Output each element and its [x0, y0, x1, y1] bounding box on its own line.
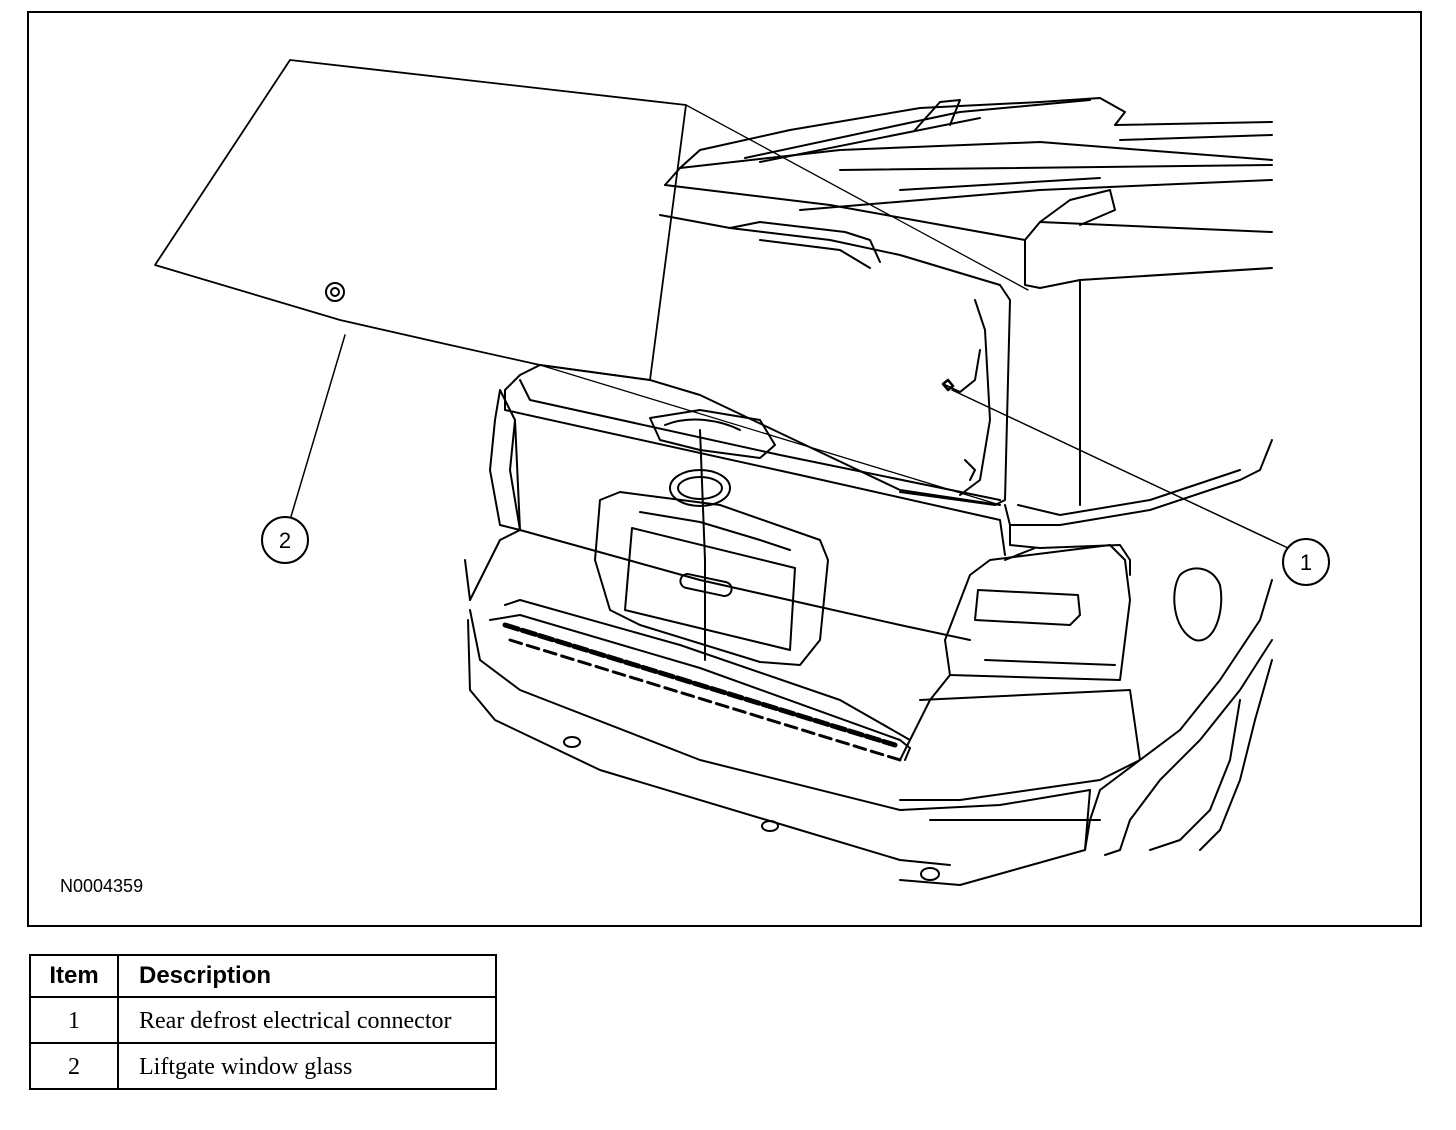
item-description: Liftgate window glass: [117, 1042, 497, 1090]
parking-sensors: [563, 736, 940, 881]
vehicle-illustration: 2 1: [154, 59, 1330, 886]
legend-table: Item Description 1 Rear defrost electric…: [29, 954, 497, 1090]
roof-rack: [679, 97, 1273, 211]
figure-id-label: N0004359: [60, 876, 144, 896]
item-column-header: Item: [29, 954, 119, 998]
callout-2: 2: [261, 516, 309, 564]
legend-header-row: Item Description: [29, 954, 497, 998]
table-row: 1 Rear defrost electrical connector: [29, 996, 497, 1044]
callout-1: 1: [1282, 538, 1330, 586]
window-opening: [659, 214, 1011, 506]
side-body: [1004, 279, 1273, 856]
item-number: 2: [29, 1042, 119, 1090]
table-row: 2 Liftgate window glass: [29, 1042, 497, 1090]
callout-leaders: [289, 334, 1289, 549]
rear-bumper: [464, 529, 1141, 886]
item-number: 1: [29, 996, 119, 1044]
callout-1-number: 1: [1300, 550, 1312, 575]
description-column-header: Description: [117, 954, 497, 998]
item-description: Rear defrost electrical connector: [117, 996, 497, 1044]
emblem: [669, 469, 731, 507]
license-plate-pocket: [594, 491, 829, 666]
callout-2-number: 2: [279, 528, 291, 553]
liftgate: [504, 364, 1006, 661]
alignment-lines: [539, 104, 1029, 506]
tail-lamps: [489, 389, 1131, 681]
liftgate-window-glass: [154, 59, 687, 381]
